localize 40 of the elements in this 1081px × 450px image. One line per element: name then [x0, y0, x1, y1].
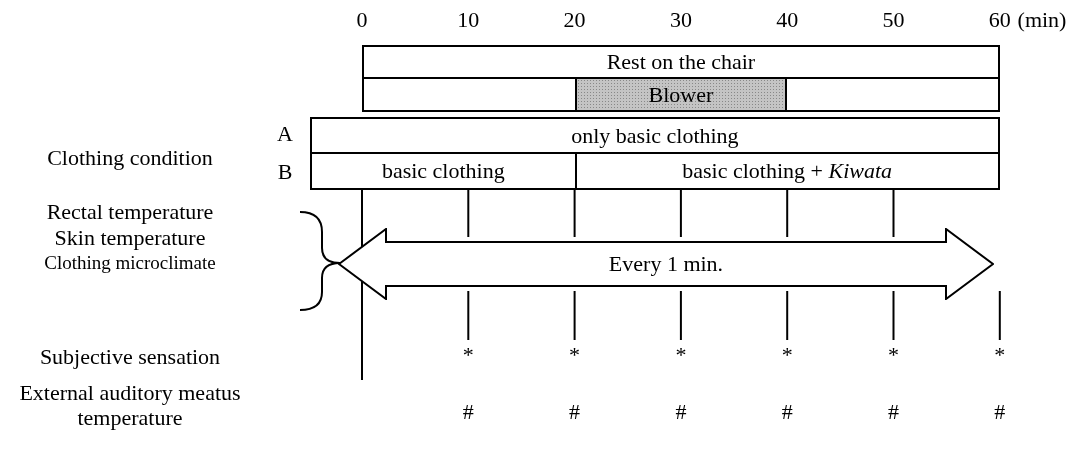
measurement-mark: #	[888, 399, 899, 425]
condition-label: A	[277, 121, 293, 147]
row-label: Rectal temperature	[46, 199, 214, 225]
row-label: Skin temperature	[54, 225, 206, 251]
bar-label: Blower	[648, 81, 714, 108]
row-label: Clothing microclimate	[44, 252, 216, 274]
axis-unit-label: (min)	[1017, 7, 1067, 33]
axis-tick-label: 30	[669, 7, 692, 33]
measurement-mark: *	[781, 342, 793, 368]
measurement-mark: *	[462, 342, 474, 368]
axis-tick-label: 50	[882, 7, 905, 33]
row-label: Clothing condition	[47, 145, 213, 171]
axis-tick-label: 0	[356, 7, 368, 33]
clothing-bar	[310, 117, 1000, 154]
bar-label: only basic clothing	[571, 122, 739, 149]
measurement-mark: *	[994, 342, 1006, 368]
axis-tick-label: 40	[776, 7, 799, 33]
measurement-mark: #	[994, 399, 1006, 425]
measurement-mark: #	[462, 399, 474, 425]
timeline-bar	[362, 77, 1000, 112]
clothing-bar	[310, 152, 577, 190]
measurement-mark: *	[888, 342, 899, 368]
measurement-mark: *	[569, 342, 581, 368]
bar-label: basic clothing	[381, 158, 505, 184]
bar-label: Rest on the chair	[606, 49, 756, 75]
measurement-mark: #	[675, 399, 687, 425]
bar-label: basic clothing + Kiwata	[682, 158, 893, 184]
axis-tick-label: 10	[457, 7, 480, 33]
measurement-mark: #	[781, 399, 793, 425]
condition-label: B	[277, 159, 293, 185]
bar-label: Every 1 min.	[608, 251, 724, 277]
blower-period-box	[574, 77, 788, 112]
clothing-bar	[574, 152, 1000, 190]
row-label: Subjective sensation	[39, 344, 221, 370]
double-arrow	[338, 228, 994, 300]
measurement-mark: #	[569, 399, 581, 425]
axis-tick-label: 60	[988, 7, 1011, 33]
measurement-mark: *	[675, 342, 687, 368]
row-label: External auditory meatus temperature	[18, 379, 242, 431]
axis-tick-label: 20	[563, 7, 586, 33]
